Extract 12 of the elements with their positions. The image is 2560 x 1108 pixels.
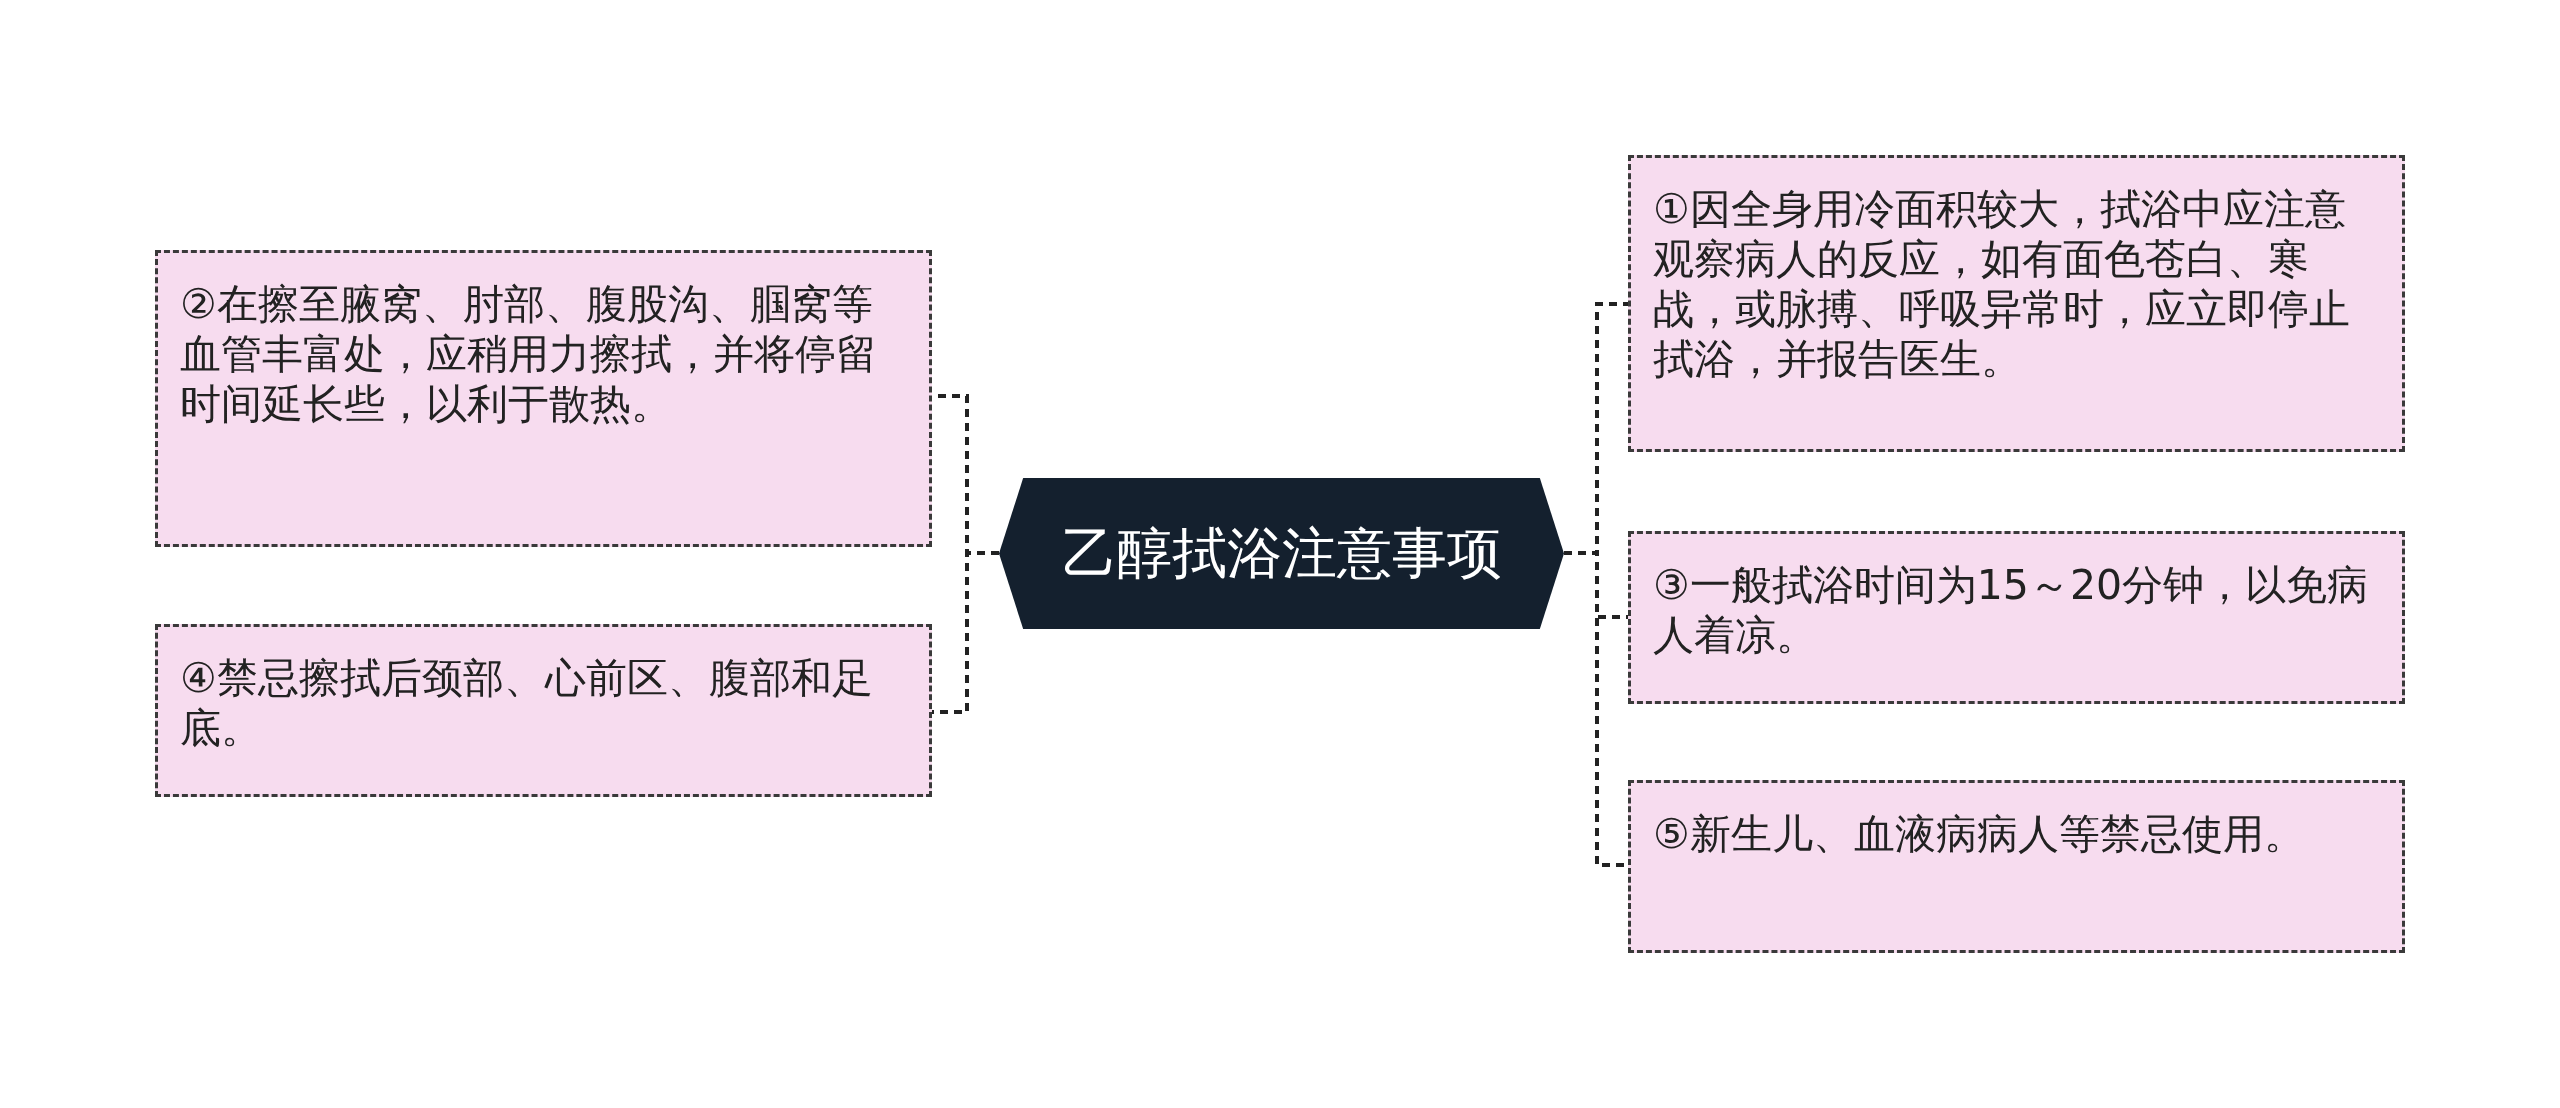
note-text: ③一般拭浴时间为15～20分钟，以免病人着凉。	[1653, 560, 2370, 660]
note-text: ②在擦至腋窝、肘部、腹股沟、腘窝等血管丰富处，应稍用力擦拭，并将停留时间延长些，以利于散热。	[180, 279, 878, 429]
note-box	[155, 624, 932, 797]
note-text: ⑤新生儿、血液病病人等禁忌使用。	[1653, 809, 2306, 859]
note-box	[1628, 780, 2405, 953]
note-box	[1628, 155, 2405, 452]
topic-title: 乙醇拭浴注意事项	[1061, 520, 1502, 588]
note-box	[155, 250, 932, 547]
note-text: ①因全身用冷面积较大，拭浴中应注意观察病人的反应，如有面色苍白、寒战，或脉搏、呼吸异常时，应立即停止拭浴，并报告医生。	[1653, 184, 2351, 384]
note-box	[1628, 531, 2405, 704]
connector-line	[932, 551, 999, 714]
note-text: ④禁忌擦拭后颈部、心前区、腹部和足底。	[180, 653, 874, 753]
